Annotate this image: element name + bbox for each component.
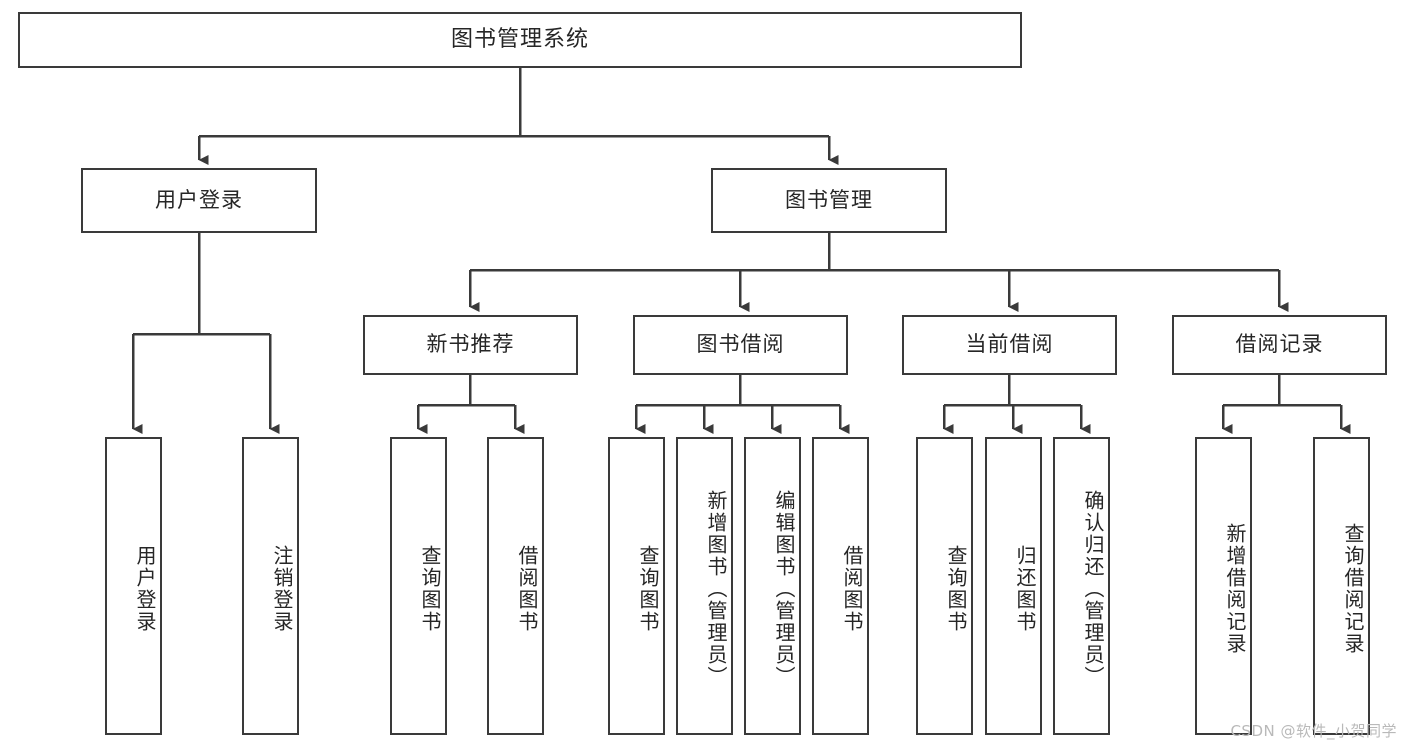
node-leaf-borrow-book-1-label: 借阅图书: [515, 545, 539, 633]
node-current-borrow[interactable]: 当前借阅: [902, 315, 1117, 375]
node-leaf-query-book-1[interactable]: 查询图书: [390, 437, 447, 735]
node-borrow-record-label: 借阅记录: [1235, 332, 1324, 357]
node-leaf-confirm-return[interactable]: 确认归还（管理员）: [1053, 437, 1110, 735]
node-leaf-borrow-book-2[interactable]: 借阅图书: [812, 437, 869, 735]
node-leaf-edit-book-label: 编辑图书（管理员）: [772, 490, 796, 688]
node-new-book-rec-label: 新书推荐: [426, 332, 515, 357]
node-leaf-query-book-2[interactable]: 查询图书: [608, 437, 665, 735]
node-leaf-borrow-book-1[interactable]: 借阅图书: [487, 437, 544, 735]
node-leaf-user-login[interactable]: 用户登录: [105, 437, 162, 735]
node-leaf-user-logout[interactable]: 注销登录: [242, 437, 299, 735]
node-new-book-rec[interactable]: 新书推荐: [363, 315, 578, 375]
node-leaf-query-book-3[interactable]: 查询图书: [916, 437, 973, 735]
node-borrow-record[interactable]: 借阅记录: [1172, 315, 1387, 375]
node-leaf-return-book[interactable]: 归还图书: [985, 437, 1042, 735]
node-leaf-query-record[interactable]: 查询借阅记录: [1313, 437, 1370, 735]
node-root[interactable]: 图书管理系统: [18, 12, 1022, 68]
node-user-login[interactable]: 用户登录: [81, 168, 317, 233]
watermark: CSDN @软件_小贺同学: [1230, 722, 1397, 740]
node-leaf-query-record-label: 查询借阅记录: [1341, 523, 1365, 655]
node-leaf-query-book-3-label: 查询图书: [944, 545, 968, 633]
node-book-manage[interactable]: 图书管理: [711, 168, 947, 233]
node-leaf-query-book-1-label: 查询图书: [418, 545, 442, 633]
node-leaf-confirm-return-label: 确认归还（管理员）: [1081, 490, 1105, 688]
node-root-label: 图书管理系统: [450, 26, 589, 52]
node-leaf-query-book-2-label: 查询图书: [636, 545, 660, 633]
node-current-borrow-label: 当前借阅: [965, 332, 1054, 357]
node-leaf-add-record[interactable]: 新增借阅记录: [1195, 437, 1252, 735]
node-user-login-label: 用户登录: [155, 187, 243, 212]
node-leaf-user-logout-label: 注销登录: [270, 545, 294, 633]
node-leaf-user-login-label: 用户登录: [133, 545, 157, 633]
node-book-borrow-label: 图书借阅: [696, 332, 785, 357]
node-book-borrow[interactable]: 图书借阅: [633, 315, 848, 375]
node-leaf-add-record-label: 新增借阅记录: [1223, 523, 1247, 655]
node-book-manage-label: 图书管理: [785, 187, 873, 212]
node-leaf-edit-book[interactable]: 编辑图书（管理员）: [744, 437, 801, 735]
node-leaf-borrow-book-2-label: 借阅图书: [840, 545, 864, 633]
node-leaf-add-book-label: 新增图书（管理员）: [704, 490, 728, 688]
node-leaf-return-book-label: 归还图书: [1013, 545, 1037, 633]
node-leaf-add-book[interactable]: 新增图书（管理员）: [676, 437, 733, 735]
